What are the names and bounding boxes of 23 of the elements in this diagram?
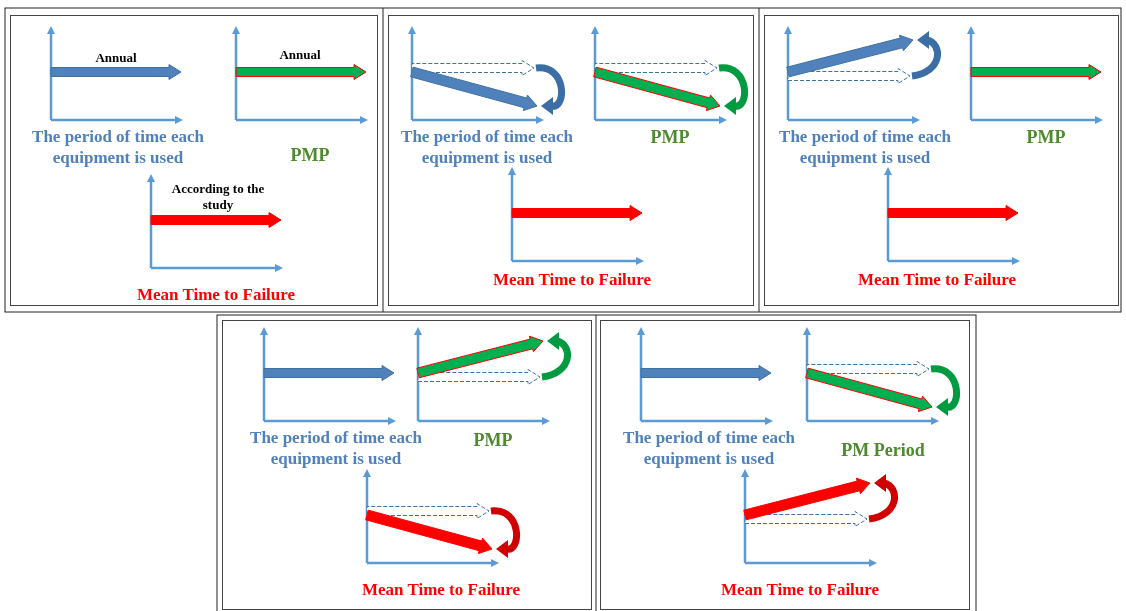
chart-caption: PMP [289, 144, 331, 167]
chart-caption: The period of time each equipment is used [400, 126, 574, 169]
chart-caption: The period of time each equipment is used [622, 427, 796, 470]
panel [388, 15, 754, 306]
chart-caption: PM Period [840, 439, 926, 462]
chart-caption: PMP [472, 429, 514, 452]
panel [222, 320, 592, 610]
chart-caption: Mean Time to Failure [360, 579, 522, 601]
panel [10, 15, 378, 306]
panel [764, 15, 1119, 306]
chart-caption: The period of time each equipment is used [31, 126, 205, 169]
arrow-label: According to the study [170, 181, 266, 214]
chart-caption: The period of time each equipment is used [778, 126, 952, 169]
chart-caption: PMP [649, 126, 691, 149]
chart-caption: Mean Time to Failure [719, 579, 881, 601]
chart-caption: PMP [1025, 126, 1067, 149]
arrow-label: Annual [278, 47, 322, 64]
chart-caption: Mean Time to Failure [856, 269, 1018, 291]
chart-caption: Mean Time to Failure [135, 284, 297, 306]
arrow-label: Annual [94, 50, 138, 67]
chart-caption: Mean Time to Failure [491, 269, 653, 291]
chart-caption: The period of time each equipment is used [249, 427, 423, 470]
panel [600, 320, 970, 610]
